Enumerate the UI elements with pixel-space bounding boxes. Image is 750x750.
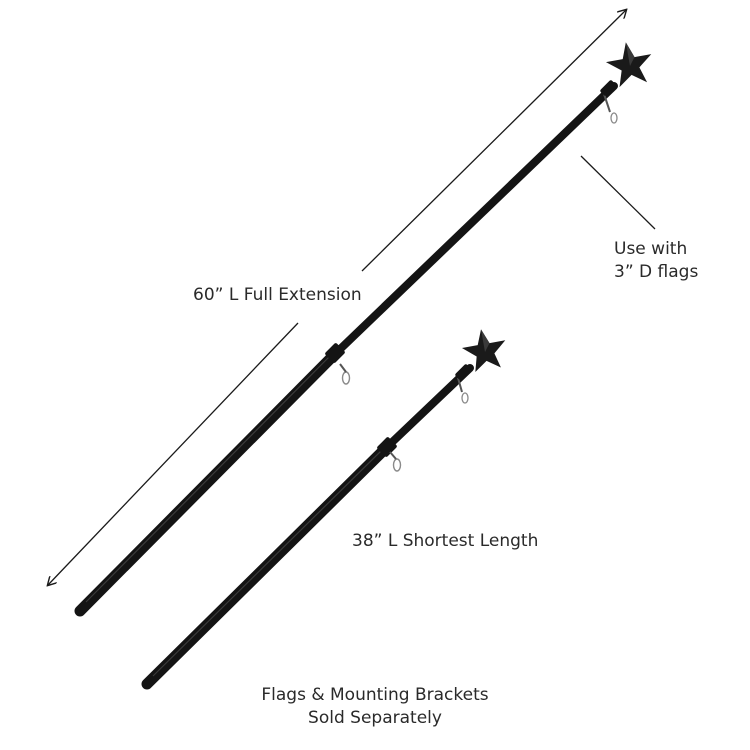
short-pole <box>141 329 506 690</box>
flag-size-pointer-line <box>580 155 656 230</box>
full-extension-arrow <box>48 10 626 585</box>
full-extension-arrow-upper <box>361 10 626 272</box>
sold-separately-note: Flags & Mounting Brackets Sold Separatel… <box>0 684 750 730</box>
short-pole-highlight <box>152 447 385 677</box>
star-finial-icon <box>605 42 652 88</box>
long-pole-upper-section <box>330 82 618 359</box>
star-finial-icon <box>461 329 506 372</box>
long-pole-lower-section <box>74 349 340 617</box>
flag-size-label-line2: 3” D flags <box>614 262 699 282</box>
ring-clip-icon <box>603 93 618 124</box>
shortest-length-label: 38” L Shortest Length <box>352 531 539 551</box>
sold-separately-note-line2: Sold Separately <box>308 708 442 728</box>
long-pole <box>74 42 652 617</box>
full-extension-label: 60” L Full Extension <box>193 285 362 305</box>
flag-size-label-line1: Use with <box>614 239 688 259</box>
ring-clip-icon <box>389 451 402 472</box>
short-pole-collar <box>377 437 397 457</box>
sold-separately-note-line1: Flags & Mounting Brackets <box>261 685 489 705</box>
flag-size-label: Use with 3” D flags <box>614 238 698 284</box>
ring-clip-icon <box>457 377 469 404</box>
long-pole-collar <box>325 343 345 363</box>
short-pole-lower-section <box>141 441 393 690</box>
short-pole-upper-section <box>383 364 474 451</box>
long-pole-highlight <box>85 355 331 603</box>
full-extension-arrow-lower <box>48 322 299 585</box>
ring-clip-icon <box>339 363 351 385</box>
